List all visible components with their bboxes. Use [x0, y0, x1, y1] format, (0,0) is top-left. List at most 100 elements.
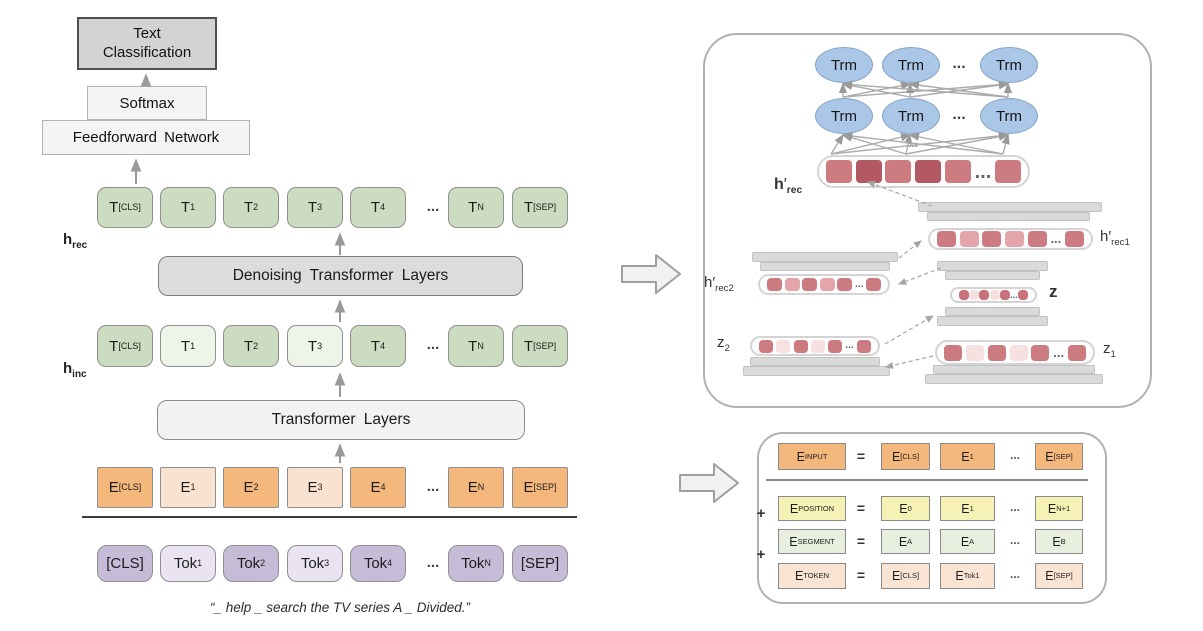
- ellipsis: ...: [907, 136, 918, 150]
- hidden-unit-cell: [793, 339, 808, 353]
- hidden-unit-cell: [819, 278, 835, 291]
- ellipsis: ...: [1009, 532, 1020, 547]
- hrec2-label: h′rec2: [704, 274, 734, 294]
- hidden-unit-cell: [1027, 231, 1047, 247]
- h-rec-label: hrec: [63, 231, 88, 251]
- ellipsis: ...: [952, 106, 966, 123]
- equals-sign: =: [856, 447, 866, 464]
- hidden-unit-cell: [810, 339, 825, 353]
- embedding-cell-box: E[CLS]: [881, 563, 930, 589]
- hidden-unit-cell: [944, 344, 962, 361]
- plus-sign: +: [756, 546, 766, 563]
- token-box: E[SEP]: [512, 467, 568, 508]
- layer-bar: [927, 212, 1090, 221]
- trm-node: Trm: [882, 98, 940, 134]
- layer-bar: [752, 252, 898, 262]
- ellipsis: ...: [952, 55, 966, 72]
- token-box: T[CLS]: [97, 325, 153, 367]
- hidden-unit-cell: [1005, 231, 1025, 247]
- token-box: T[SEP]: [512, 187, 568, 228]
- layer-bar: [937, 316, 1048, 326]
- layer-bar: [933, 365, 1095, 374]
- layer-bar: [945, 271, 1040, 280]
- hidden-unit-cell: [885, 160, 912, 183]
- layer-bar: [945, 307, 1040, 316]
- hidden-state-strip: ...: [817, 155, 1030, 188]
- hidden-unit-cell: [989, 290, 1000, 300]
- token-box: T[CLS]: [97, 187, 153, 228]
- hidden-state-strip: ...: [928, 228, 1093, 250]
- embedding-sum-panel: [757, 432, 1107, 604]
- z-label: z: [1049, 282, 1058, 301]
- hidden-unit-cell: [999, 290, 1010, 300]
- embedding-cell-box: E[SEP]: [1035, 563, 1083, 589]
- softmax-box: Softmax: [87, 86, 207, 120]
- hidden-unit-cell: [784, 278, 800, 291]
- hidden-unit-cell: [982, 231, 1002, 247]
- hidden-unit-cell: [987, 344, 1006, 361]
- ellipsis: ...: [1009, 447, 1020, 462]
- ellipsis: ...: [426, 336, 440, 353]
- plus-sign: +: [756, 505, 766, 522]
- ellipsis: ...: [426, 197, 440, 215]
- hidden-unit-cell: [1064, 231, 1084, 247]
- ellipsis: ...: [1009, 567, 1020, 581]
- input-sentence-caption: “_ help _ search the TV series A _ Divid…: [209, 600, 471, 615]
- equals-sign: =: [856, 499, 866, 516]
- z2-label: z2: [717, 334, 730, 354]
- hidden-unit-cell: [767, 278, 782, 291]
- layer-bar: [925, 374, 1103, 384]
- hrec1-label: h′rec1: [1100, 228, 1130, 248]
- hidden-unit-cell: [802, 278, 818, 291]
- token-box: E[CLS]: [97, 467, 153, 508]
- ellipsis: ...: [1009, 499, 1020, 514]
- h-inc-label: hinc: [63, 360, 87, 380]
- token-box: T[SEP]: [512, 325, 568, 367]
- ellipsis: ...: [426, 477, 440, 495]
- hidden-unit-cell: [937, 231, 956, 247]
- hidden-unit-cell: [1017, 290, 1028, 300]
- text-classification-box: Text Classification: [77, 17, 217, 70]
- trm-node: Trm: [815, 47, 873, 83]
- arrow-to-embedding-sum: [679, 463, 739, 503]
- hidden-unit-cell: [994, 160, 1021, 183]
- hidden-unit-cell: [856, 339, 871, 353]
- trm-node: Trm: [980, 47, 1038, 83]
- hidden-unit-cell: [1009, 344, 1028, 361]
- hidden-unit-cell: [969, 290, 980, 300]
- denoising-detail-panel: [703, 33, 1152, 408]
- hidden-unit-cell: [759, 339, 773, 353]
- hidden-unit-cell: [979, 290, 990, 300]
- hidden-unit-cell: [959, 290, 969, 300]
- hidden-unit-cell: [776, 339, 791, 353]
- hidden-state-strip: ...: [950, 287, 1037, 303]
- layer-bar: [743, 366, 890, 376]
- hidden-state-strip: ...: [758, 274, 890, 295]
- hidden-unit-cell: [1068, 344, 1086, 361]
